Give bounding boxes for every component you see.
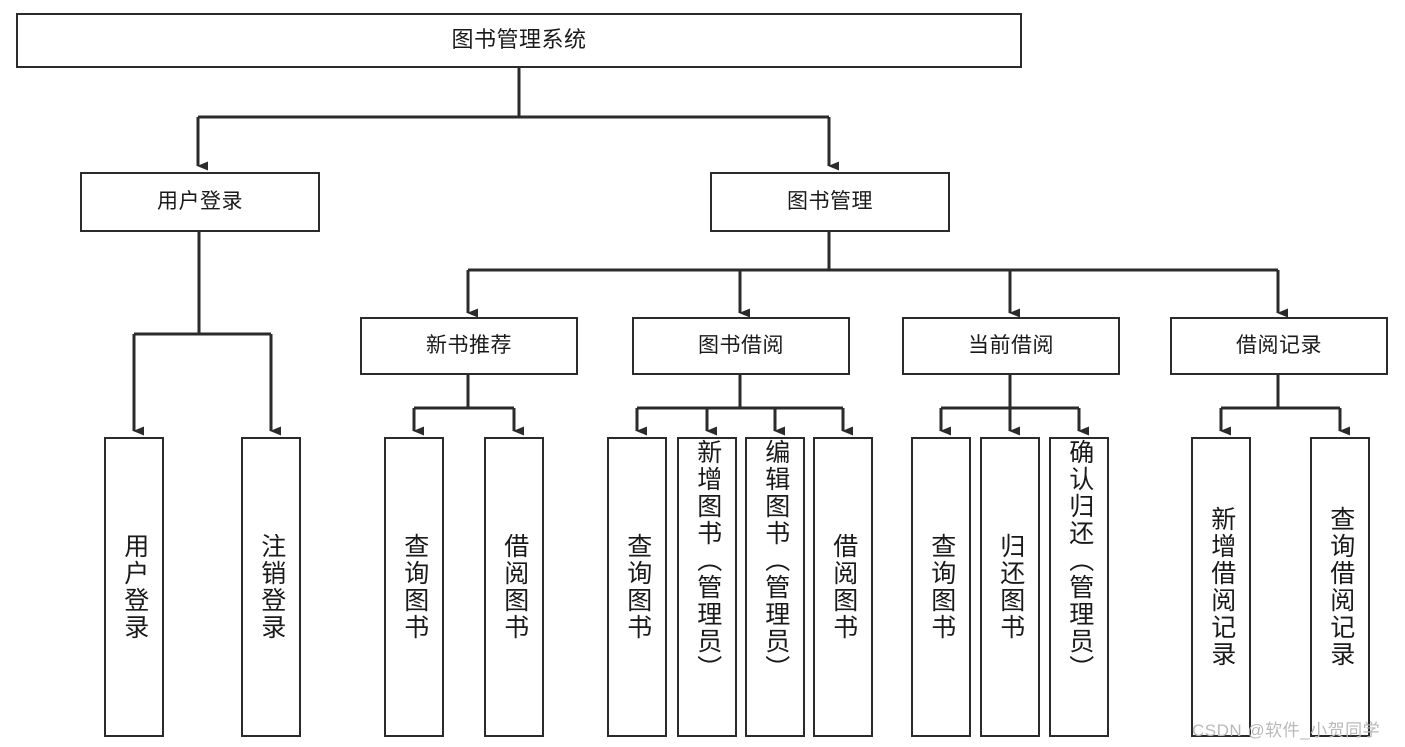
node-label: 借阅图书 [500, 533, 529, 641]
node-label: 图书管理 [787, 190, 873, 214]
node-borrow-record[interactable]: 借阅记录 [1170, 317, 1388, 375]
node-book-borrow[interactable]: 图书借阅 [632, 317, 850, 375]
node-label: 图书借阅 [698, 334, 784, 358]
node-user-login[interactable]: 用户登录 [80, 172, 320, 232]
leaf-add-borrow-record[interactable]: 新增借阅记录 [1191, 437, 1251, 737]
node-label: 当前借阅 [968, 334, 1054, 358]
leaf-query-borrow-record[interactable]: 查询借阅记录 [1310, 437, 1370, 737]
node-label: 用户登录 [157, 190, 243, 214]
node-root-system[interactable]: 图书管理系统 [16, 13, 1022, 68]
leaf-confirm-return[interactable]: 确认归还（管理员） [1049, 437, 1109, 737]
leaf-query-book-current[interactable]: 查询图书 [911, 437, 971, 737]
node-label: 借阅图书 [829, 533, 858, 641]
node-label: 确认归还（管理员） [1065, 439, 1094, 682]
leaf-borrow-book[interactable]: 借阅图书 [813, 437, 873, 737]
node-label: 查询图书 [623, 533, 652, 641]
node-new-book-recommend[interactable]: 新书推荐 [360, 317, 578, 375]
leaf-user-login[interactable]: 用户登录 [104, 437, 164, 737]
csdn-watermark: CSDN @软件_小贺同学 [1192, 721, 1381, 740]
leaf-return-book[interactable]: 归还图书 [980, 437, 1040, 737]
node-label: 查询图书 [927, 533, 956, 641]
node-label: 注销登录 [257, 533, 286, 641]
node-label: 图书管理系统 [451, 27, 587, 53]
node-label: 新增借阅记录 [1207, 506, 1236, 668]
leaf-query-book-recommend[interactable]: 查询图书 [384, 437, 444, 737]
leaf-edit-book[interactable]: 编辑图书（管理员） [745, 437, 805, 737]
leaf-logout-login[interactable]: 注销登录 [241, 437, 301, 737]
node-book-manage[interactable]: 图书管理 [710, 172, 950, 232]
node-label: 查询借阅记录 [1326, 506, 1355, 668]
node-label: 归还图书 [996, 533, 1025, 641]
node-label: 用户登录 [120, 533, 149, 641]
node-label: 新书推荐 [426, 334, 512, 358]
node-label: 查询图书 [400, 533, 429, 641]
node-current-borrow[interactable]: 当前借阅 [902, 317, 1120, 375]
leaf-borrow-book-recommend[interactable]: 借阅图书 [484, 437, 544, 737]
node-label: 编辑图书（管理员） [761, 439, 790, 682]
leaf-add-book[interactable]: 新增图书（管理员） [677, 437, 737, 737]
node-label: 借阅记录 [1236, 334, 1322, 358]
leaf-query-book-borrow[interactable]: 查询图书 [607, 437, 667, 737]
node-label: 新增图书（管理员） [693, 439, 722, 682]
